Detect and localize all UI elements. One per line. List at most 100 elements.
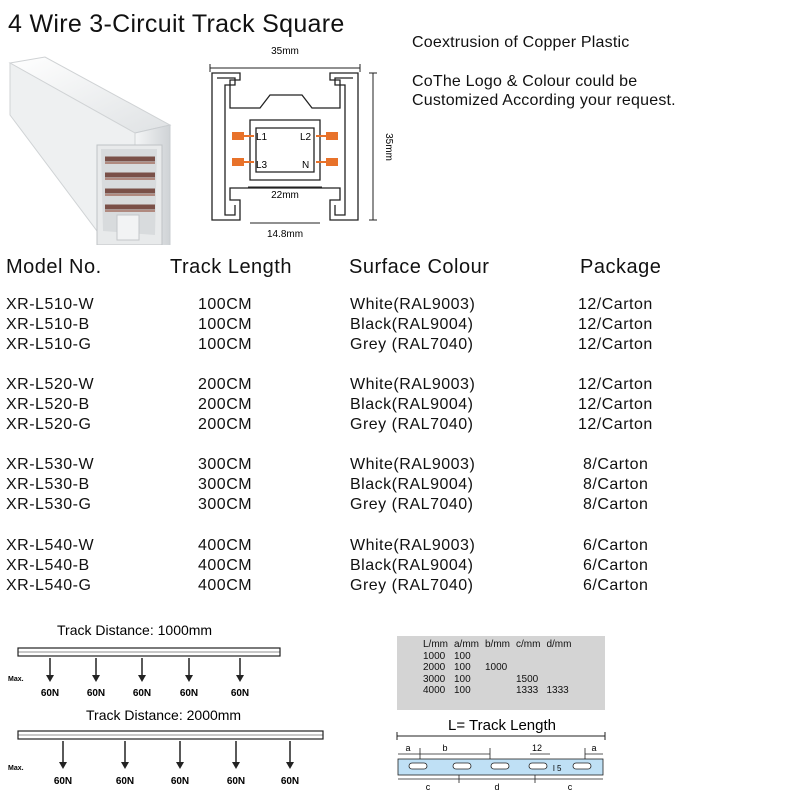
table-row-model: XR-L520-G — [6, 416, 92, 433]
table-row-length: 400CM — [198, 577, 253, 594]
table-row-colour: Grey (RAL7040) — [350, 496, 474, 513]
load-value: 60N — [41, 688, 59, 699]
load-value: 60N — [171, 776, 189, 787]
table-row-model: XR-L510-W — [6, 296, 95, 313]
table-row-length: 300CM — [198, 476, 253, 493]
spec-cell: 100 — [454, 650, 471, 662]
page-title: 4 Wire 3-Circuit Track Square — [8, 10, 345, 38]
spec-cell: 100 — [454, 673, 471, 685]
spec-cell — [485, 674, 516, 686]
spec-cell: 1000 — [423, 650, 446, 662]
l3-label: L3 — [256, 160, 268, 171]
table-row-colour: Black(RAL9004) — [350, 396, 474, 413]
load-diagram-title: Track Distance: 1000mm — [57, 622, 212, 638]
table-row-colour: White(RAL9003) — [350, 537, 476, 554]
table-row-package: 12/Carton — [578, 376, 653, 393]
table-row-package: 8/Carton — [583, 476, 649, 493]
table-row-length: 200CM — [198, 416, 253, 433]
spec-header-cell: L/mm — [423, 639, 448, 650]
load-diagram-2000mm: Track Distance: 2000mm Max. 60N 60N 60N … — [8, 707, 324, 787]
table-row-colour: Black(RAL9004) — [350, 476, 474, 493]
table-row-model: XR-L510-G — [6, 336, 92, 353]
table-row-length: 400CM — [198, 537, 253, 554]
table-row-length: 300CM — [198, 496, 253, 513]
table-row-model: XR-L530-B — [6, 476, 90, 493]
l1-label: L1 — [256, 132, 268, 143]
table-row-colour: Grey (RAL7040) — [350, 416, 474, 433]
spec-header-cell: d/mm — [546, 639, 572, 650]
spec-cell: 100 — [454, 685, 471, 696]
track-length-title: L= Track Length — [448, 717, 556, 734]
spec-cell: 1333 — [546, 685, 569, 696]
load-diagram-title: Track Distance: 2000mm — [86, 707, 241, 723]
dim-a-label: a — [405, 743, 410, 753]
load-value: 60N — [231, 688, 249, 699]
table-row-package: 6/Carton — [583, 537, 649, 554]
spec-table-row: 2000 100 1000 — [423, 662, 577, 674]
table-row-model: XR-L540-W — [6, 537, 95, 554]
height-dimension-label: 35mm — [383, 133, 394, 161]
table-row-model: XR-L520-B — [6, 396, 90, 413]
dim-l5-label: l 5 — [553, 764, 562, 773]
table-row-package: 8/Carton — [583, 496, 649, 513]
load-value: 60N — [180, 688, 198, 699]
dim-c-label: c — [568, 782, 573, 792]
spec-cell — [546, 674, 577, 686]
table-row-length: 200CM — [198, 376, 253, 393]
table-row-model: XR-L520-W — [6, 376, 95, 393]
table-row-colour: White(RAL9003) — [350, 296, 476, 313]
header-model: Model No. — [6, 256, 102, 278]
note-customize-2: Customized According your request. — [412, 92, 676, 109]
dim-b-label: b — [442, 743, 447, 753]
header-colour: Surface Colour — [349, 256, 490, 278]
load-value: 60N — [227, 776, 245, 787]
table-row-package: 12/Carton — [578, 396, 653, 413]
table-row-colour: Grey (RAL7040) — [350, 336, 474, 353]
spec-header-cell: b/mm — [485, 639, 510, 650]
spec-cell — [485, 685, 516, 697]
table-row-length: 100CM — [198, 336, 253, 353]
table-row-package: 6/Carton — [583, 577, 649, 594]
dim-12-label: 12 — [532, 743, 542, 753]
spec-cell: 1333 — [516, 685, 539, 696]
load-value: 60N — [87, 688, 105, 699]
bottom-dimension-label: 14.8mm — [267, 229, 303, 240]
table-row-package: 8/Carton — [583, 456, 649, 473]
table-row-model: XR-L540-G — [6, 577, 92, 594]
table-row-length: 400CM — [198, 557, 253, 574]
load-value: 60N — [133, 688, 151, 699]
table-row-model: XR-L540-B — [6, 557, 90, 574]
spec-cell — [546, 662, 577, 674]
table-row-model: XR-L530-G — [6, 496, 92, 513]
dim-c-label: c — [426, 782, 431, 792]
table-row-length: 300CM — [198, 456, 253, 473]
table-row-package: 12/Carton — [578, 336, 653, 353]
spec-table: L/mm a/mm b/mm c/mm d/mm 1000 100 2000 1… — [397, 636, 605, 710]
spec-table-row: 3000 100 1500 — [423, 674, 577, 686]
spec-header-cell: a/mm — [454, 639, 479, 650]
dim-a-label: a — [591, 743, 596, 753]
spec-cell — [546, 651, 577, 663]
cross-section-drawing: 35mm 35mm L1 L2 L3 N 22mm 14.8mm — [209, 46, 394, 240]
spec-table-header-row: L/mm a/mm b/mm c/mm d/mm — [423, 639, 577, 651]
spec-header-cell: c/mm — [516, 639, 541, 650]
dim-d-label: d — [494, 782, 499, 792]
spec-cell — [485, 651, 516, 663]
l2-label: L2 — [300, 132, 312, 143]
n-label: N — [302, 160, 309, 171]
load-value: 60N — [116, 776, 134, 787]
table-row-package: 6/Carton — [583, 557, 649, 574]
spec-cell: 100 — [454, 662, 471, 673]
spec-cell: 4000 — [423, 685, 446, 696]
spec-cell: 3000 — [423, 673, 446, 685]
table-row-package: 12/Carton — [578, 316, 653, 333]
load-diagram-1000mm: Track Distance: 1000mm Max. 60N 60N 60N … — [8, 622, 281, 699]
spec-cell: 1500 — [516, 673, 539, 685]
table-row-length: 100CM — [198, 316, 253, 333]
width-dimension-label: 35mm — [271, 46, 299, 57]
table-row-package: 12/Carton — [578, 296, 653, 313]
header-length: Track Length — [170, 256, 292, 278]
table-row-colour: Grey (RAL7040) — [350, 577, 474, 594]
track-product-image — [8, 56, 172, 245]
note-customize-1: CoThe Logo & Colour could be — [412, 73, 638, 90]
